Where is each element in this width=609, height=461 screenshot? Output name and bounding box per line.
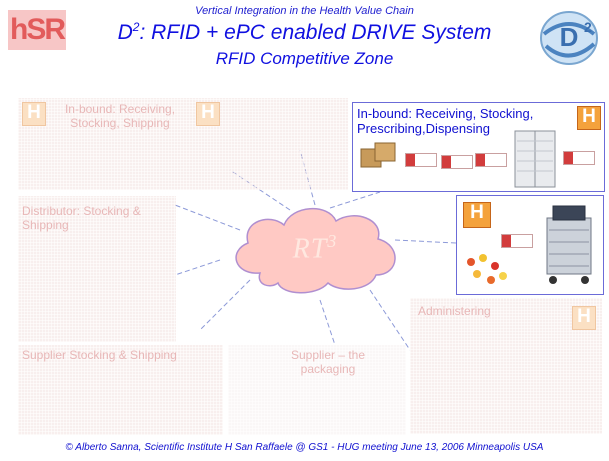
footer-credit: © Alberto Sanna, Scientific Institute H … bbox=[65, 442, 544, 453]
zone-supplier-stocking: Supplier Stocking & Shipping bbox=[18, 345, 223, 435]
hospital-h-icon bbox=[22, 102, 46, 126]
svg-text:D: D bbox=[560, 22, 579, 52]
pill-box-icon bbox=[501, 234, 533, 248]
title-rest: : RFID + ePC enabled DRIVE System bbox=[139, 21, 492, 44]
zone-inbound-faded-label: In-bound: Receiving, Stocking, Shipping bbox=[64, 102, 176, 130]
d2-globe-logo: D 2 bbox=[540, 11, 598, 65]
zone-distributor-label: Distributor: Stocking & Shipping bbox=[22, 204, 141, 232]
hospital-h-icon bbox=[196, 102, 220, 126]
cardboard-box-icon bbox=[360, 142, 396, 168]
pill-box-icon bbox=[405, 153, 437, 167]
hsr-logo: hSR bbox=[8, 10, 66, 50]
hospital-h-icon bbox=[577, 106, 601, 130]
rt3-cloud: RT3 bbox=[220, 195, 410, 305]
pills-icon bbox=[467, 254, 507, 284]
pharmacy-cabinet-icon bbox=[514, 130, 556, 188]
pill-box-icon bbox=[475, 153, 507, 167]
zone-administering-label: Administering bbox=[418, 304, 491, 318]
zone-inbound-active-label: In-bound: Receiving, Stocking, Prescribi… bbox=[357, 106, 534, 136]
svg-text:2: 2 bbox=[584, 19, 592, 35]
slide-title: D2: RFID + ePC enabled DRIVE System bbox=[0, 20, 609, 45]
pill-box-icon bbox=[441, 155, 473, 169]
zone-inbound-active: In-bound: Receiving, Stocking, Prescribi… bbox=[352, 102, 605, 192]
hospital-h-icon bbox=[572, 306, 596, 330]
zone-supplier-packaging-label: Supplier – the packaging bbox=[290, 348, 366, 376]
zone-inbound-faded: In-bound: Receiving, Stocking, Shipping bbox=[18, 98, 348, 190]
hospital-h-icon bbox=[463, 202, 491, 228]
subtitle: Vertical Integration in the Health Value… bbox=[195, 5, 414, 17]
cloud-shape bbox=[235, 207, 396, 294]
rt3-label: RT3 bbox=[292, 231, 338, 265]
zone-hospital-dispensing bbox=[456, 195, 604, 295]
zone-title: RFID Competitive Zone bbox=[215, 49, 394, 68]
zone-administering: Administering bbox=[410, 298, 602, 434]
zone-supplier-packaging: Supplier – the packaging bbox=[228, 345, 406, 435]
title-superscript: 2 bbox=[132, 20, 140, 34]
zone-supplier-stocking-label: Supplier Stocking & Shipping bbox=[22, 348, 177, 362]
zone-distributor: Distributor: Stocking & Shipping bbox=[18, 196, 176, 342]
title-d: D bbox=[117, 21, 133, 44]
medication-cart-icon bbox=[546, 205, 592, 284]
pill-box-icon bbox=[563, 151, 595, 165]
